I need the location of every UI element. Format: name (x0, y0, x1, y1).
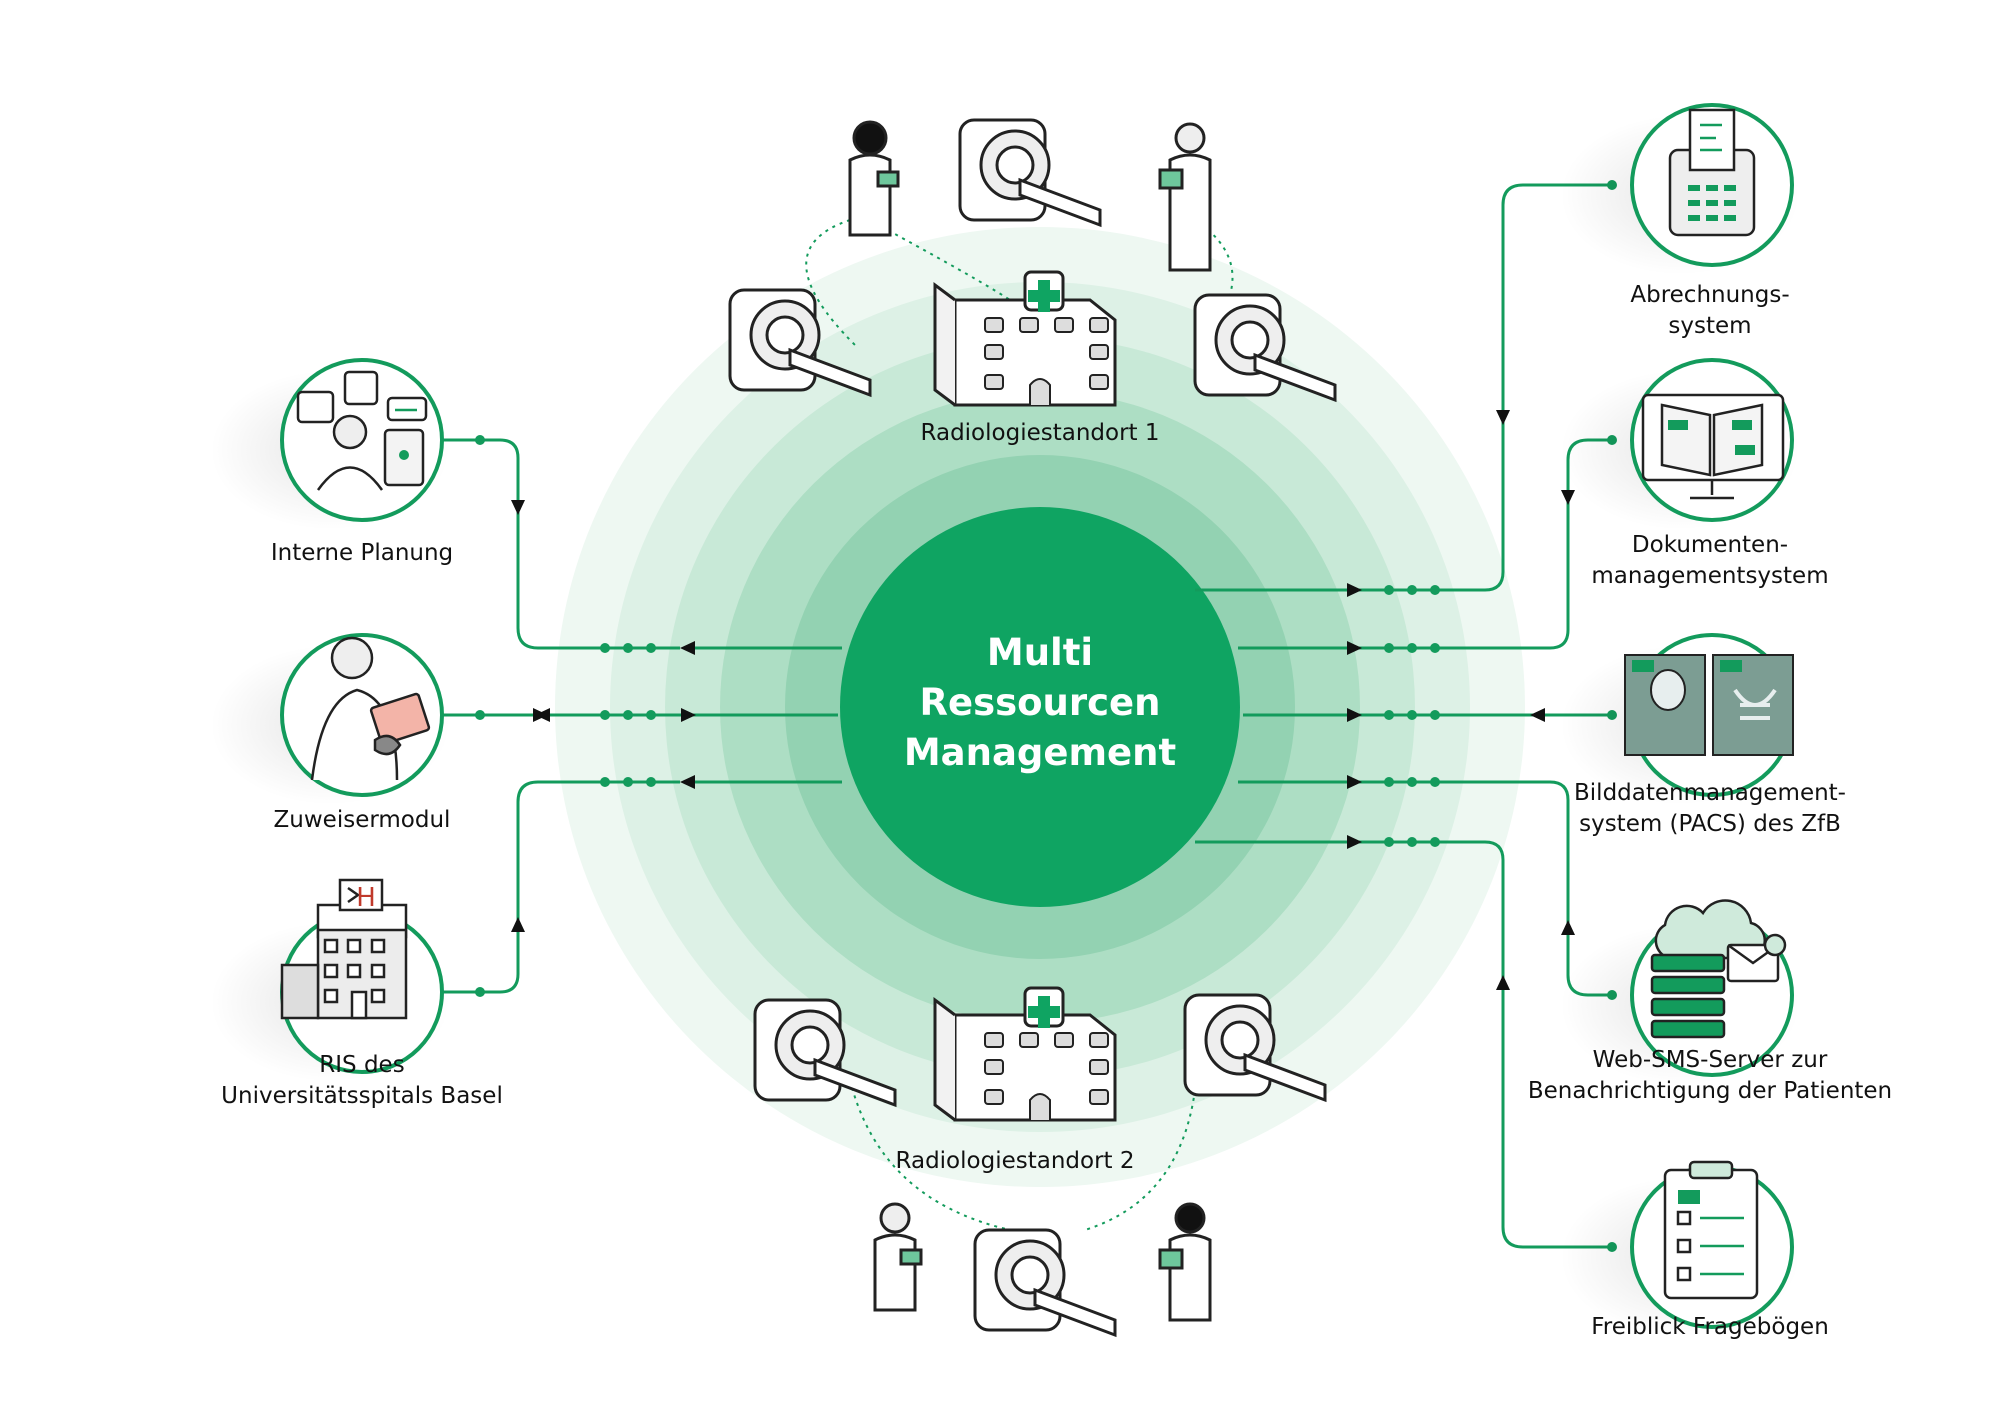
doctor-person-icon (1158, 122, 1212, 272)
doctor-with-schedule-icon (296, 370, 428, 491)
pacs-label: Bilddatenmanagement- system (PACS) des Z… (1574, 780, 1846, 837)
site-2-label: Radiologiestandort 2 (895, 1148, 1135, 1174)
document-monitor-icon (1641, 393, 1785, 500)
internal-planning-label: Interne Planung (270, 540, 454, 566)
questionnaires-label: Freiblick Fragebögen (1591, 1314, 1829, 1340)
node-pacs[interactable] (1560, 633, 1800, 805)
clipboard-questionnaire-icon (1663, 1160, 1759, 1300)
node-questionnaires[interactable] (1560, 1160, 1800, 1337)
hospital-building-icon (933, 986, 1117, 1122)
connector-arrows-right (1347, 410, 1575, 990)
billing-terminal-icon (1668, 108, 1756, 237)
node-billing[interactable] (1560, 103, 1800, 275)
node-dms[interactable] (1560, 358, 1800, 530)
connector-dots-left (475, 435, 656, 997)
radiology-site-1 (728, 118, 1337, 407)
sms-server-label: Web-SMS-Server zur Benachrichtigung der … (1527, 1047, 1893, 1104)
radiology-site-2 (753, 986, 1327, 1338)
node-referrer-module[interactable] (210, 633, 450, 805)
cloud-server-mail-icon (1650, 899, 1787, 1039)
left-spokes (695, 646, 842, 784)
ris-basel-label: RIS des Universitätsspitals Basel (221, 1052, 503, 1109)
doctor-with-tablet-icon (310, 636, 431, 781)
dms-label: Dokumenten- managementsystem (1591, 532, 1829, 589)
staff-person-icon (848, 120, 900, 237)
hospital-building-icon (933, 270, 1117, 407)
xray-images-icon (1624, 654, 1794, 756)
node-ris-basel[interactable]: H (210, 878, 450, 1082)
connector-arrows-left (511, 500, 696, 932)
billing-label: Abrechnungs- system (1630, 282, 1790, 339)
mri-scanner-icon (728, 288, 872, 398)
mri-scanner-icon (1193, 293, 1337, 403)
mri-scanner-icon (973, 1228, 1117, 1338)
mri-scanner-icon (753, 998, 897, 1108)
mri-scanner-icon (958, 118, 1102, 228)
doctor-person-icon (1158, 1202, 1212, 1322)
ris-logo-letter: H (356, 883, 376, 913)
connectors-left (442, 438, 838, 994)
staff-person-icon (873, 1202, 923, 1312)
referrer-module-label: Zuweisermodul (273, 807, 451, 833)
center-circle (840, 507, 1240, 907)
hospital-building-icon (280, 878, 408, 1020)
center-title: Multi Ressourcen Management (903, 631, 1177, 774)
site-1-label: Radiologiestandort 1 (920, 420, 1160, 446)
node-sms-server[interactable] (1560, 899, 1800, 1085)
node-internal-planning[interactable] (210, 358, 450, 530)
mri-scanner-icon (1183, 993, 1327, 1103)
